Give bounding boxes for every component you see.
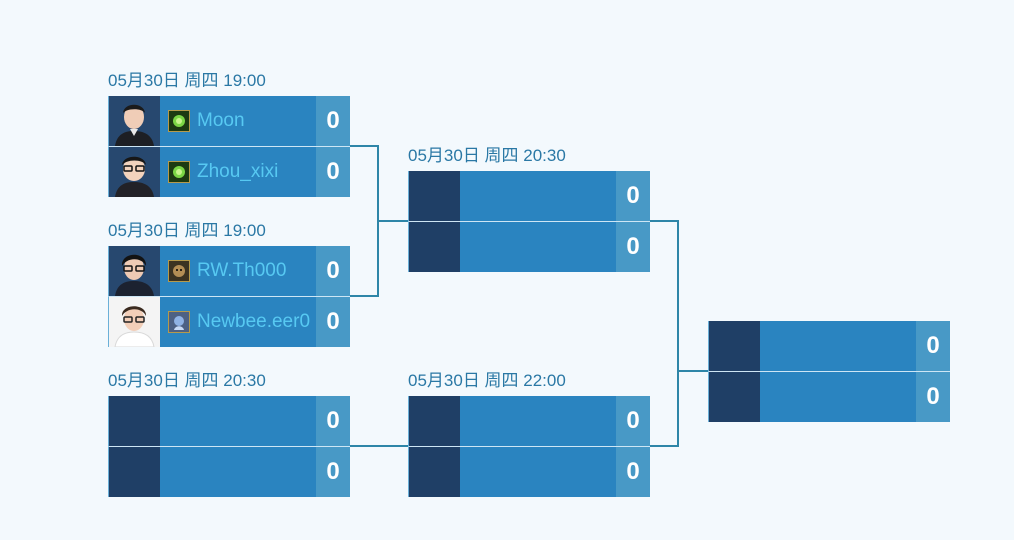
score: 0 — [316, 147, 350, 197]
score: 0 — [616, 222, 650, 272]
match-round1-1: 05月30日 周四 19:00 Moon 0 — [108, 71, 350, 197]
avatar-placeholder — [409, 222, 460, 272]
match-date: 05月30日 周四 19:00 — [108, 221, 266, 240]
avatar-placeholder — [409, 171, 460, 221]
avatar — [109, 96, 160, 146]
nightelf-icon — [168, 161, 190, 183]
avatar-placeholder — [709, 372, 760, 422]
player-slot-empty[interactable]: 0 — [708, 321, 950, 371]
match-round1-2: 05月30日 周四 19:00 RW.Th000 0 — [108, 221, 350, 347]
match-date: 05月30日 周四 19:00 — [108, 71, 266, 90]
match-final: 0 0 — [708, 321, 950, 422]
avatar-placeholder — [109, 396, 160, 446]
match-date: 05月30日 周四 20:30 — [108, 371, 266, 390]
avatar — [109, 246, 160, 296]
player-name: Zhou_xixi — [197, 161, 279, 182]
player-slot-empty[interactable]: 0 — [708, 371, 950, 422]
player-name: RW.Th000 — [197, 260, 287, 281]
avatar — [109, 297, 160, 347]
match-date: 05月30日 周四 22:00 — [408, 371, 566, 390]
human-icon — [168, 311, 190, 333]
match-round2-1: 05月30日 周四 20:30 0 0 — [408, 146, 650, 272]
score: 0 — [316, 297, 350, 347]
score: 0 — [616, 447, 650, 497]
avatar — [109, 147, 160, 197]
avatar-placeholder — [109, 447, 160, 497]
player-slot-empty[interactable]: 0 — [108, 396, 350, 446]
undead-icon — [168, 260, 190, 282]
score: 0 — [916, 321, 950, 371]
score: 0 — [316, 447, 350, 497]
player-slot-empty[interactable]: 0 — [108, 446, 350, 497]
score: 0 — [916, 372, 950, 422]
score: 0 — [616, 396, 650, 446]
player-slot-empty[interactable]: 0 — [408, 221, 650, 272]
avatar-placeholder — [709, 321, 760, 371]
player-name: Moon — [197, 110, 245, 131]
score: 0 — [316, 396, 350, 446]
match-round1-3: 05月30日 周四 20:30 0 0 — [108, 371, 350, 497]
score: 0 — [316, 246, 350, 296]
player-slot-zhou-xixi[interactable]: Zhou_xixi 0 — [108, 146, 350, 197]
connector-line — [350, 145, 379, 297]
avatar-placeholder — [409, 447, 460, 497]
match-date: 05月30日 周四 20:30 — [408, 146, 566, 165]
nightelf-icon — [168, 110, 190, 132]
avatar-placeholder — [409, 396, 460, 446]
connector-line — [650, 220, 679, 447]
player-slot-newbee-eer0[interactable]: Newbee.eer0 0 — [108, 296, 350, 347]
player-slot-empty[interactable]: 0 — [408, 446, 650, 497]
score: 0 — [316, 96, 350, 146]
player-slot-rw-th000[interactable]: RW.Th000 0 — [108, 246, 350, 296]
player-slot-empty[interactable]: 0 — [408, 396, 650, 446]
score: 0 — [616, 171, 650, 221]
player-slot-empty[interactable]: 0 — [408, 171, 650, 221]
player-slot-moon[interactable]: Moon 0 — [108, 96, 350, 146]
player-name: Newbee.eer0 — [197, 311, 311, 332]
match-round2-2: 05月30日 周四 22:00 0 0 — [408, 371, 650, 497]
